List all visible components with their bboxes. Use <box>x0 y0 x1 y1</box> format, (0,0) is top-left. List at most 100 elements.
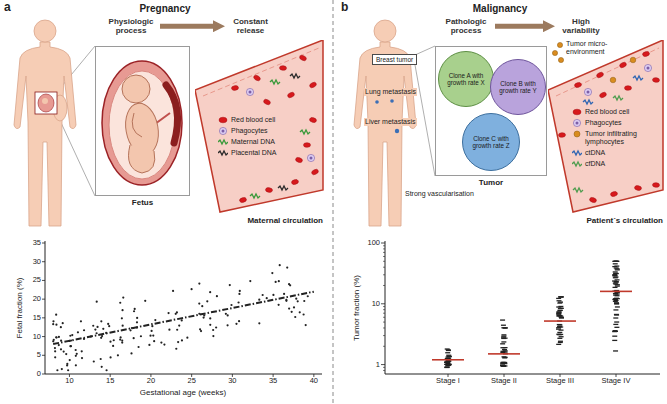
data-point <box>58 344 60 346</box>
axis-title: Tumor fraction (%) <box>352 275 361 341</box>
data-point <box>175 313 177 315</box>
legend-entry: Red blood cell <box>572 108 646 116</box>
lymphocyte <box>630 57 636 63</box>
data-point <box>52 320 54 322</box>
data-point <box>613 271 618 272</box>
phagocyte <box>644 64 651 71</box>
data-point <box>503 350 508 351</box>
data-point <box>109 341 111 343</box>
red-blood-cell <box>596 71 604 78</box>
data-point <box>149 335 151 337</box>
tick-label: 100 <box>367 239 380 248</box>
data-point <box>168 329 170 331</box>
data-point <box>83 329 85 331</box>
vessel-lumen-line <box>556 48 659 96</box>
body-silhouette <box>354 42 416 226</box>
data-point <box>613 261 618 262</box>
inset-box: Fetus <box>95 46 190 207</box>
tick-label: 25 <box>33 276 41 285</box>
node-text: Tumor <box>435 178 547 187</box>
data-point <box>93 360 95 362</box>
data-point <box>133 310 135 312</box>
data-point <box>501 365 506 366</box>
data-point <box>75 355 77 357</box>
data-point <box>225 313 227 315</box>
data-point <box>136 317 138 319</box>
red-blood-cell <box>624 86 631 91</box>
data-point <box>148 344 150 346</box>
inset-box: TumorClone A with growth rate XClone B w… <box>435 46 547 187</box>
dna-sample <box>218 140 228 144</box>
data-point <box>286 266 288 268</box>
legend-text: ctDNA <box>585 149 646 157</box>
metastasis-dot <box>390 99 394 103</box>
data-point <box>60 326 62 328</box>
data-point <box>160 341 162 343</box>
data-point <box>614 300 619 301</box>
data-point <box>60 348 62 350</box>
data-point <box>556 344 561 345</box>
data-point <box>559 317 564 318</box>
median-line <box>488 353 520 355</box>
data-point <box>62 322 64 324</box>
data-point <box>501 334 506 335</box>
inset-frame <box>95 46 190 196</box>
process-label: High variability <box>558 17 604 35</box>
data-point <box>613 273 618 274</box>
data-point <box>175 348 177 350</box>
data-point <box>96 301 98 303</box>
data-point <box>613 324 618 325</box>
minor-tick <box>383 261 385 262</box>
data-point <box>503 327 508 328</box>
data-point <box>69 335 71 337</box>
data-point <box>614 321 619 322</box>
mini-uterus <box>38 94 54 112</box>
data-point <box>140 335 142 337</box>
fetus-arm <box>132 113 142 137</box>
tumor-fraction-chart <box>383 241 660 374</box>
data-point <box>446 350 451 351</box>
vessel-wall <box>548 40 663 212</box>
panel-title: Pregnancy <box>139 3 190 15</box>
lymphocyte <box>558 57 563 62</box>
data-point <box>266 297 268 299</box>
node-text: Maternal circulation <box>247 216 323 225</box>
phagocyte <box>246 88 253 95</box>
data-point <box>612 299 617 300</box>
minor-tick <box>383 274 385 275</box>
data-point <box>67 369 69 371</box>
data-point <box>69 359 71 361</box>
tick-label: 25 <box>187 377 195 386</box>
data-point <box>558 341 563 342</box>
data-point <box>121 309 123 311</box>
zoom-line <box>57 114 95 196</box>
data-point <box>559 336 564 337</box>
data-point <box>76 353 78 355</box>
data-point <box>121 341 123 343</box>
data-point <box>615 284 620 285</box>
legend-sample <box>572 149 582 157</box>
data-point <box>303 300 305 302</box>
red-blood-cell <box>652 77 660 82</box>
data-point <box>258 322 260 324</box>
legend-entry: Phagocytes <box>572 119 646 127</box>
phagocyte-nucleus <box>587 91 590 94</box>
data-point <box>285 300 287 302</box>
data-point <box>235 323 237 325</box>
data-point <box>278 304 280 306</box>
data-point <box>446 360 451 361</box>
data-point <box>614 298 619 299</box>
data-point <box>500 343 505 344</box>
data-point <box>229 284 231 286</box>
dna-fragment <box>300 130 310 134</box>
data-point <box>279 264 281 266</box>
data-point <box>163 343 165 345</box>
data-point <box>58 336 60 338</box>
data-point <box>615 295 620 296</box>
legend-text: Red blood cell <box>231 116 284 124</box>
data-point <box>278 280 280 282</box>
clone-circle: Clone C with growth rate Z <box>462 113 520 171</box>
data-point <box>614 314 619 315</box>
node-text: Breast tumor <box>376 56 413 63</box>
tick-label: 0 <box>37 370 41 379</box>
